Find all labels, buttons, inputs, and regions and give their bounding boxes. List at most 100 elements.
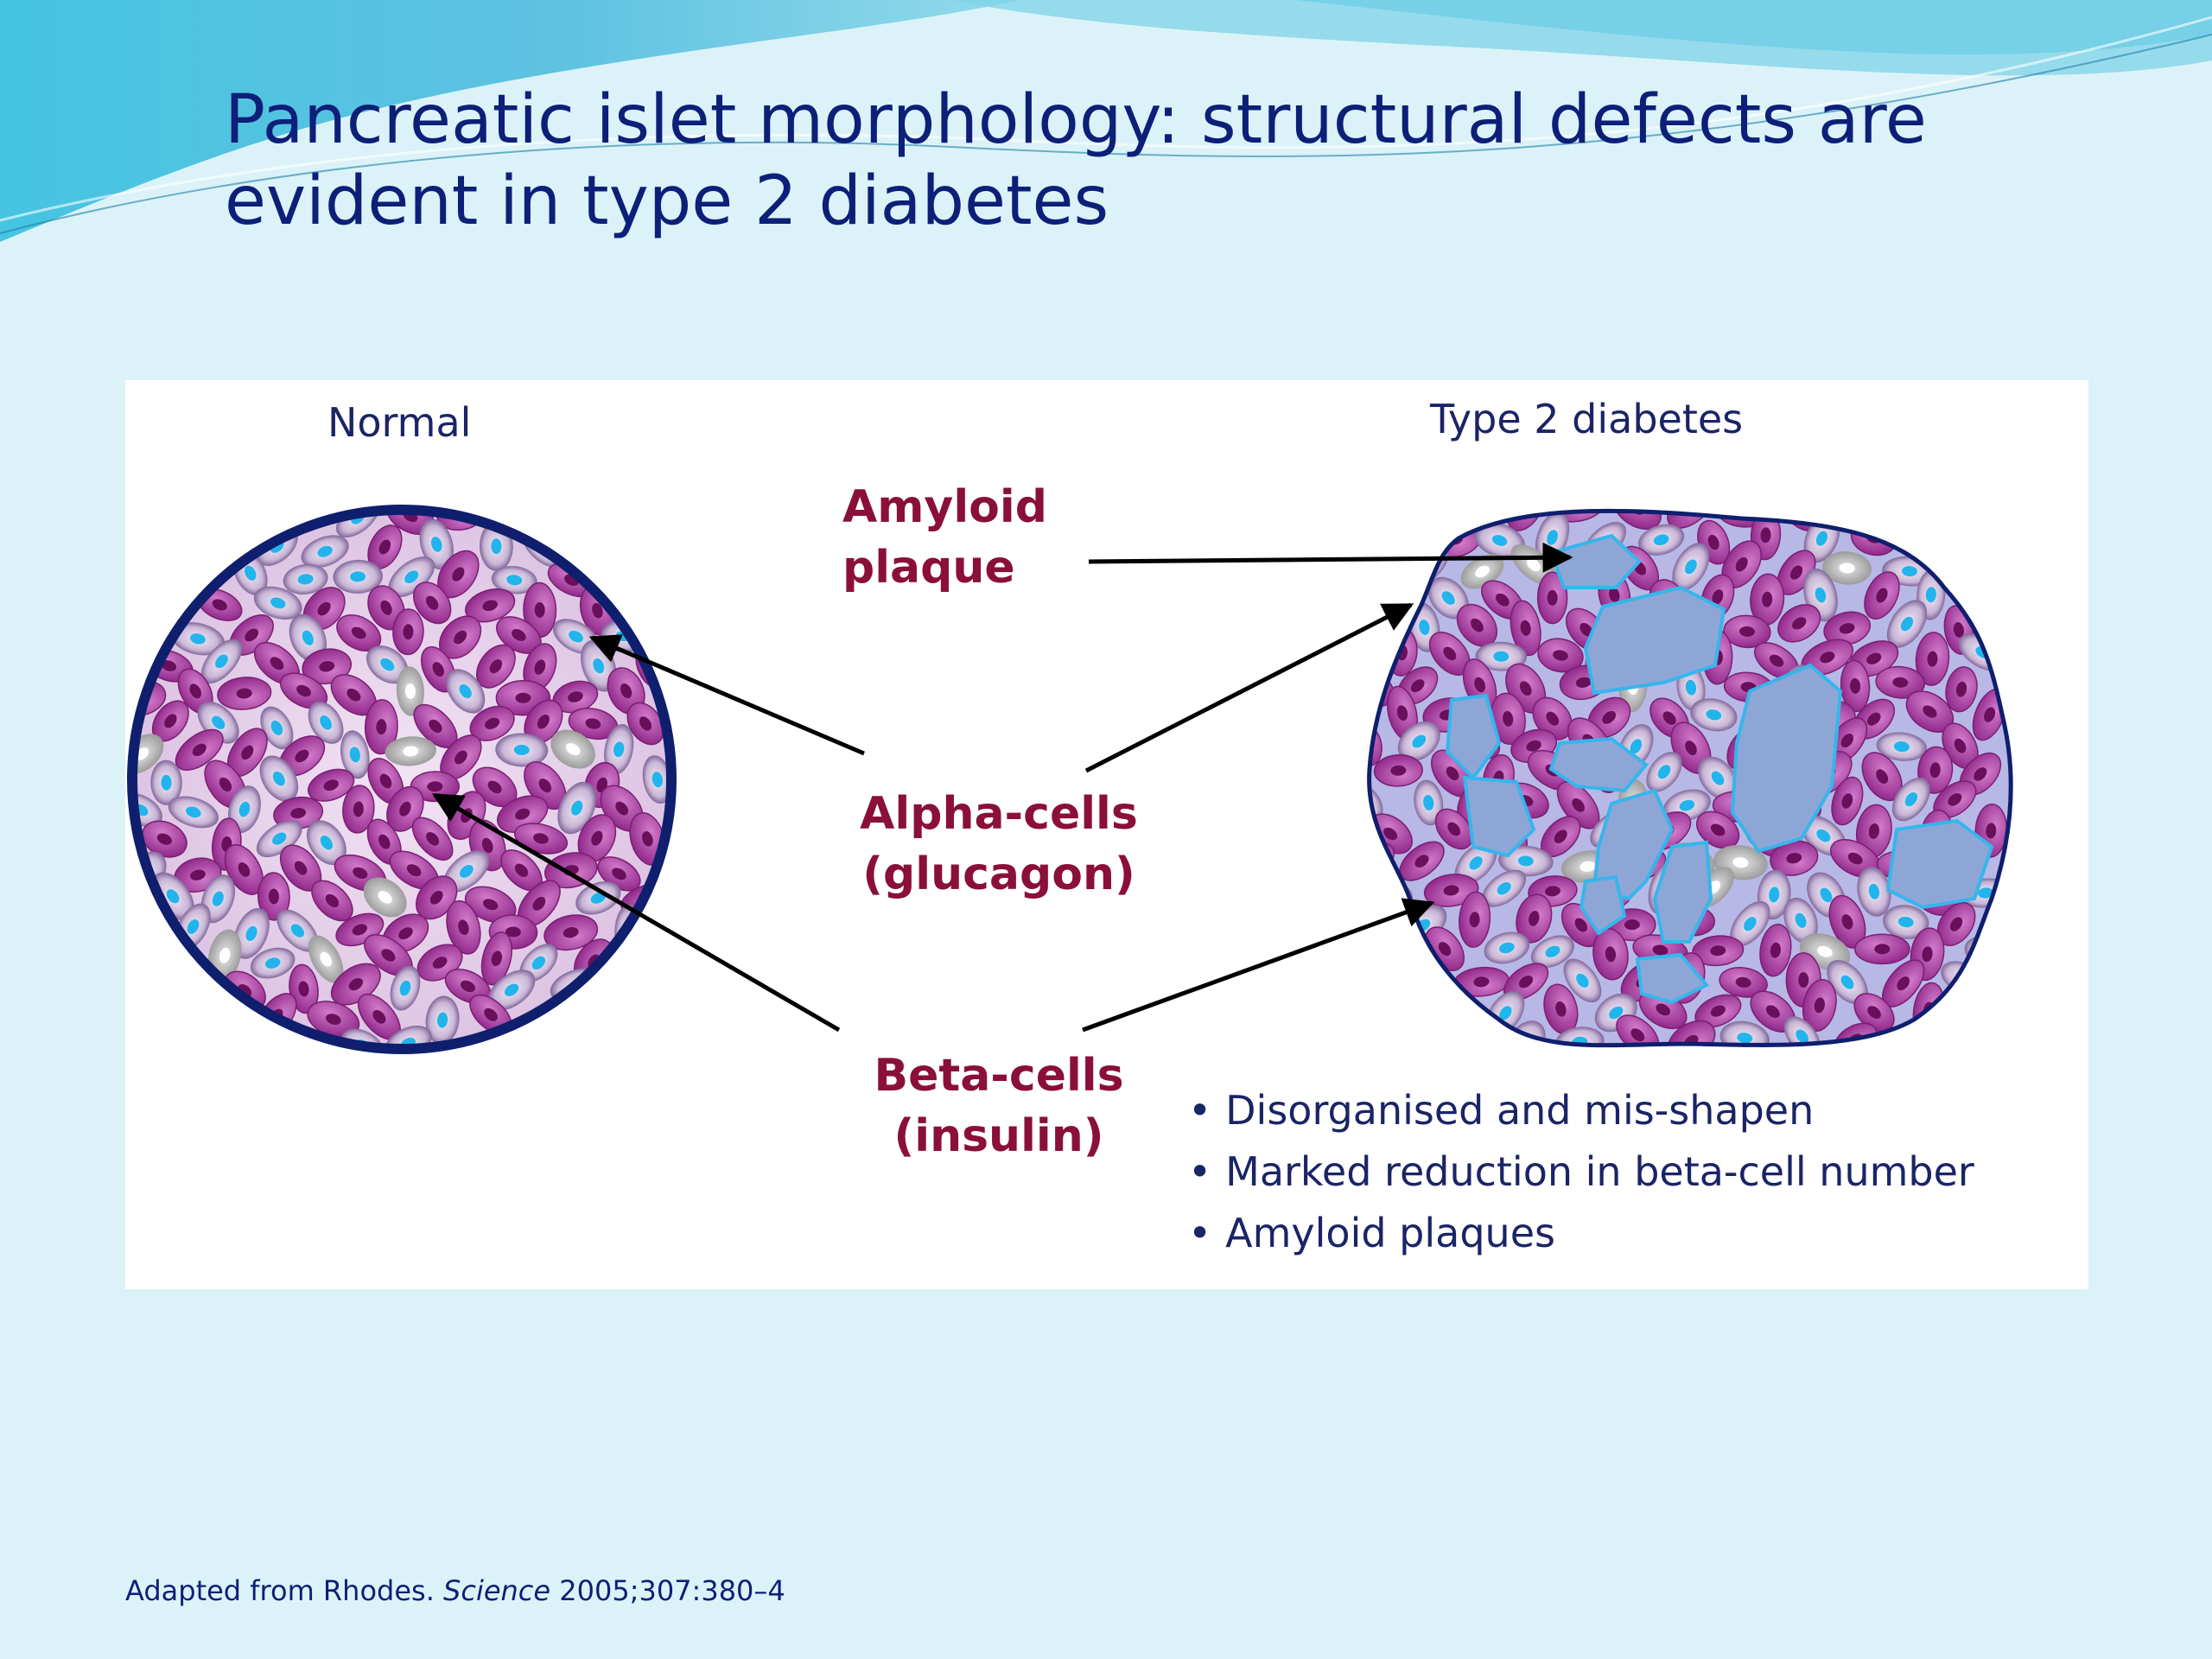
alpha-cell — [1730, 900, 1770, 947]
beta-cell — [543, 914, 599, 951]
amyloid-plaque — [1445, 693, 1502, 781]
beta-cell — [389, 850, 439, 890]
beta-cell — [1916, 518, 1960, 555]
alpha-cell — [1886, 600, 1928, 648]
beta-cell — [1510, 600, 1541, 657]
beta-cell — [1387, 685, 1418, 741]
beta-cell — [1516, 893, 1553, 944]
beta-cell — [257, 872, 290, 921]
beta-cell — [366, 818, 402, 865]
beta-cell — [464, 886, 517, 924]
alpha-cell — [250, 947, 296, 979]
alpha-cell — [1445, 511, 1499, 522]
alpha-callout-line-2: (glucagon) — [862, 849, 1135, 900]
beta-cell — [308, 768, 355, 802]
beta-cell — [607, 667, 645, 715]
delta-cell — [308, 935, 344, 983]
beta-cell — [1770, 840, 1819, 876]
alpha-cell — [333, 559, 383, 594]
beta-cell — [1369, 549, 1395, 592]
beta-cell — [446, 899, 481, 955]
alpha-cells-callout: Alpha-cells (glucagon) — [813, 784, 1185, 905]
alpha-cell — [390, 965, 421, 1011]
alpha-cell — [491, 566, 537, 594]
beta-cell — [226, 728, 268, 778]
alpha-cell — [1638, 524, 1685, 556]
alpha-cell — [1646, 751, 1682, 792]
alpha-cell — [168, 796, 219, 829]
beta-cell — [1369, 908, 1389, 941]
beta-cell — [1446, 1024, 1498, 1046]
beta-cell — [1933, 780, 1977, 819]
alpha-cell — [1719, 1020, 1770, 1046]
beta-cell — [1853, 933, 1910, 965]
beta-cell — [336, 614, 382, 652]
alpha-cell — [1475, 641, 1528, 671]
beta-cell — [279, 844, 322, 892]
alpha-cell — [301, 535, 349, 569]
alpha-cell — [1783, 897, 1818, 944]
beta-cell — [480, 931, 512, 986]
amyloid-arrow — [1088, 542, 1573, 573]
alpha-cell — [557, 781, 597, 835]
alpha-cell — [388, 556, 435, 598]
beta-cell — [1423, 874, 1479, 907]
beta-cell — [278, 735, 326, 777]
beta-cell — [1936, 902, 1976, 947]
normal-label: Normal — [327, 399, 472, 446]
beta-cell — [1861, 752, 1903, 802]
alpha-cell — [276, 909, 319, 952]
delta-cell — [207, 929, 242, 982]
islet-figure: Normal Type 2 diabetes Amyloid plaque Al… — [125, 380, 2088, 1289]
beta-cell — [364, 699, 398, 755]
citation-prefix: Adapted from Rhodes. — [125, 1574, 444, 1607]
beta-cell — [311, 880, 353, 922]
finding-item: Disorganised and mis-shapen — [1188, 1080, 1974, 1141]
beta-cell — [175, 728, 224, 771]
slide-title-line-1: Pancreatic islet morphology: structural … — [225, 81, 1927, 159]
alpha-cell — [150, 760, 182, 805]
beta-cell — [1828, 894, 1866, 949]
beta-cell — [1403, 511, 1447, 532]
header-wave-decoration — [0, 0, 2212, 242]
alpha-cell — [1427, 576, 1469, 620]
delta-cell — [363, 877, 407, 918]
citation-suffix: 2005;307:380–4 — [550, 1574, 785, 1607]
beta-cell — [1537, 638, 1584, 673]
beta-cell — [1945, 666, 1978, 713]
alpha-cell — [306, 820, 346, 866]
alpha-cell — [1690, 698, 1738, 732]
alpha-cell — [1530, 935, 1575, 969]
beta-cell — [1719, 967, 1768, 998]
amyloid-plaque — [1548, 533, 1642, 589]
alpha-cell — [256, 820, 302, 858]
islet-figure-drawing — [127, 505, 2013, 1054]
beta-cell — [500, 849, 543, 892]
type2-diabetes-islet — [1367, 508, 2013, 1048]
beta-arrow-normal — [431, 792, 841, 1033]
beta-cell — [1840, 659, 1871, 713]
beta-cell — [217, 677, 272, 710]
alpha-cell — [1876, 732, 1928, 761]
callout-arrows — [431, 542, 1573, 1033]
finding-item: Marked reduction in beta-cell number — [1188, 1141, 1974, 1203]
beta-cell — [1823, 611, 1872, 646]
beta-cell — [151, 700, 189, 742]
beta-cell — [413, 582, 452, 625]
alpha-cell — [1397, 721, 1440, 762]
amyloid-plaque — [1583, 585, 1726, 696]
beta-cell — [1759, 924, 1792, 977]
beta-cell — [357, 993, 401, 1040]
alpha-cell — [1783, 1016, 1821, 1046]
beta-cell — [469, 705, 515, 741]
beta-cell — [330, 674, 378, 716]
alpha-cell — [419, 518, 454, 570]
alpha-cell — [260, 706, 294, 750]
t2d-findings-list: Disorganised and mis-shapen Marked reduc… — [1188, 1080, 1974, 1264]
beta-cell — [1456, 603, 1498, 647]
beta-cell — [513, 823, 569, 855]
alpha-cell — [1454, 841, 1497, 885]
alpha-cell — [1563, 958, 1602, 1003]
alpha-cell — [1414, 779, 1444, 826]
beta-cell — [523, 582, 557, 639]
